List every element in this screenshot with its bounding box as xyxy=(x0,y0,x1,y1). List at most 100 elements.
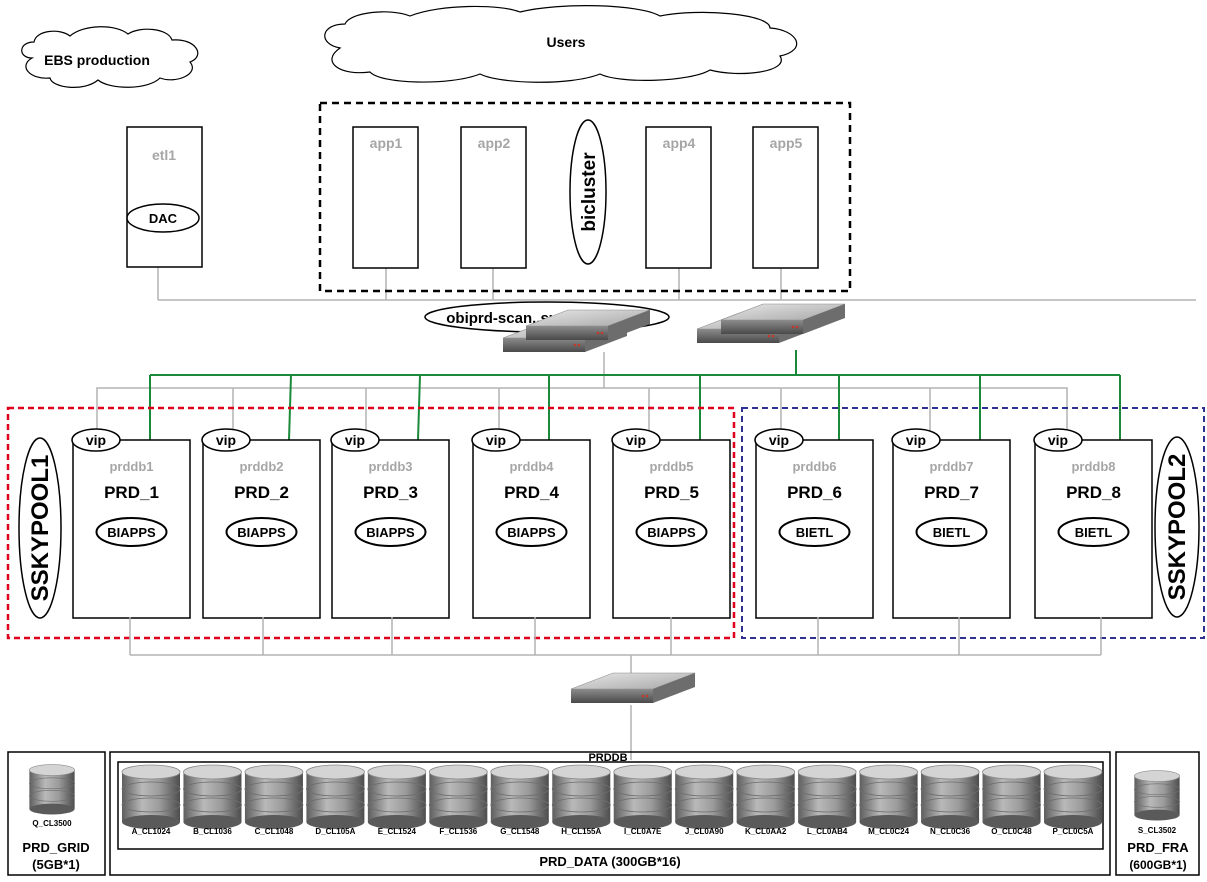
prd-grid-label: PRD_GRID xyxy=(22,840,89,855)
vip-label: vip xyxy=(1048,432,1068,448)
db-host-label: prddb5 xyxy=(649,459,693,474)
vip-oval xyxy=(71,428,121,452)
db-instance-label: PRD_6 xyxy=(787,483,842,502)
storage-switch xyxy=(570,672,696,704)
sskypool1-label: SSKYPOOL1 xyxy=(27,455,54,602)
vip-oval xyxy=(1033,428,1083,452)
dac-oval xyxy=(126,203,200,233)
vip-label: vip xyxy=(86,432,106,448)
vip-label: vip xyxy=(486,432,506,448)
service-oval xyxy=(225,517,298,547)
disk-label: H_CL155A xyxy=(561,827,601,836)
prd-fra-group: S_CL3502 PRD_FRA (600GB*1) xyxy=(1115,751,1200,876)
sskypool2-badge: SSKYPOOL2 xyxy=(1154,436,1200,618)
disk-label: N_CL0C36 xyxy=(930,827,971,836)
etl1-server: etl1 DAC xyxy=(126,126,203,268)
prd-grid-group: Q_CL3500 PRD_GRID (5GB*1) xyxy=(7,751,106,876)
disk-label: B_CL1036 xyxy=(193,827,232,836)
app-server: app1 xyxy=(352,126,419,269)
db-host-label: prddb7 xyxy=(929,459,973,474)
bicluster-group: app1 app2 app4 app5 bicluster xyxy=(318,101,852,293)
disk-label: G_CL1548 xyxy=(500,827,540,836)
data-disk: F_CL1536 xyxy=(428,764,488,836)
db-service-label: BIAPPS xyxy=(107,525,156,540)
data-disk: K_CL0AA2 xyxy=(736,764,796,836)
db-instance-label: PRD_7 xyxy=(924,483,979,502)
data-disk: N_CL0C36 xyxy=(920,764,980,836)
db-host-label: prddb3 xyxy=(368,459,412,474)
data-disk: C_CL1048 xyxy=(244,764,304,836)
vip-oval xyxy=(330,428,380,452)
db-service-label: BIETL xyxy=(1075,525,1113,540)
disk-label: E_CL1524 xyxy=(378,827,417,836)
data-disk: P_CL0C5A xyxy=(1043,764,1103,836)
service-oval xyxy=(495,517,568,547)
db-instance-label: PRD_4 xyxy=(504,483,559,502)
service-oval xyxy=(635,517,708,547)
app-server: app2 xyxy=(460,126,527,269)
db-instance-label: PRD_5 xyxy=(644,483,699,502)
disk-label: C_CL1048 xyxy=(255,827,294,836)
data-disk: G_CL1548 xyxy=(490,764,550,836)
users-cloud: Users xyxy=(324,5,798,83)
vip-oval xyxy=(611,428,661,452)
db-service-label: BIAPPS xyxy=(366,525,415,540)
db-host-label: prddb1 xyxy=(109,459,153,474)
bicluster-label: bicluster xyxy=(579,152,600,232)
bicluster-boundary xyxy=(318,101,852,293)
vip-label: vip xyxy=(345,432,365,448)
app-server: app5 xyxy=(752,126,819,269)
vip-label: vip xyxy=(769,432,789,448)
data-disk: H_CL155A xyxy=(551,764,611,836)
public-network-lines xyxy=(149,350,1121,441)
disk-label: O_CL0C48 xyxy=(991,827,1032,836)
db-instance-label: PRD_2 xyxy=(234,483,289,502)
db-host-label: prddb4 xyxy=(509,459,554,474)
data-disk: O_CL0C48 xyxy=(982,764,1041,836)
sskypool2-label: SSKYPOOL2 xyxy=(1164,454,1191,601)
vip-label: vip xyxy=(906,432,926,448)
prd-data-label: PRD_DATA (300GB*16) xyxy=(539,854,680,869)
vip-oval xyxy=(891,428,941,452)
service-oval xyxy=(1057,517,1130,547)
disk-label: Q_CL3500 xyxy=(32,819,72,828)
disk-label: D_CL105A xyxy=(315,827,355,836)
db-host-label: prddb2 xyxy=(239,459,283,474)
db-service-label: BIAPPS xyxy=(647,525,696,540)
data-disk: J_CL0A90 xyxy=(674,764,734,836)
data-disk: L_CL0AB4 xyxy=(797,764,857,836)
app-network-lines xyxy=(96,265,1196,440)
data-disk: B_CL1036 xyxy=(183,764,242,836)
data-disk: I_CL0A7E xyxy=(613,764,673,836)
disk-label: I_CL0A7E xyxy=(624,827,662,836)
db-host-label: prddb6 xyxy=(792,459,836,474)
disk-label: K_CL0AA2 xyxy=(745,827,787,836)
db-nodes: vipprddb1PRD_1BIAPPSvipprddb2PRD_2BIAPPS… xyxy=(71,428,1153,619)
db-service-label: BIETL xyxy=(796,525,834,540)
ebs-production-label: EBS production xyxy=(44,52,150,68)
disk-label: M_CL0C24 xyxy=(868,827,909,836)
sskypool2-boundary xyxy=(741,407,1205,639)
vip-label: vip xyxy=(626,432,646,448)
app-server-label: app5 xyxy=(770,135,803,151)
vip-oval xyxy=(754,428,804,452)
disk-label: J_CL0A90 xyxy=(685,827,724,836)
prd-fra-label: PRD_FRA xyxy=(1127,840,1189,855)
db-instance-label: PRD_8 xyxy=(1066,483,1121,502)
db-instance-label: PRD_3 xyxy=(363,483,418,502)
users-label: Users xyxy=(547,34,586,50)
dac-label: DAC xyxy=(149,211,178,226)
disk-label: S_CL3502 xyxy=(1138,826,1177,835)
service-oval xyxy=(915,517,988,547)
vip-oval xyxy=(201,428,251,452)
disk-label: P_CL0C5A xyxy=(1053,827,1094,836)
sskypool1-badge: SSKYPOOL1 xyxy=(18,437,62,619)
ebs-production-cloud: EBS production xyxy=(21,26,199,88)
